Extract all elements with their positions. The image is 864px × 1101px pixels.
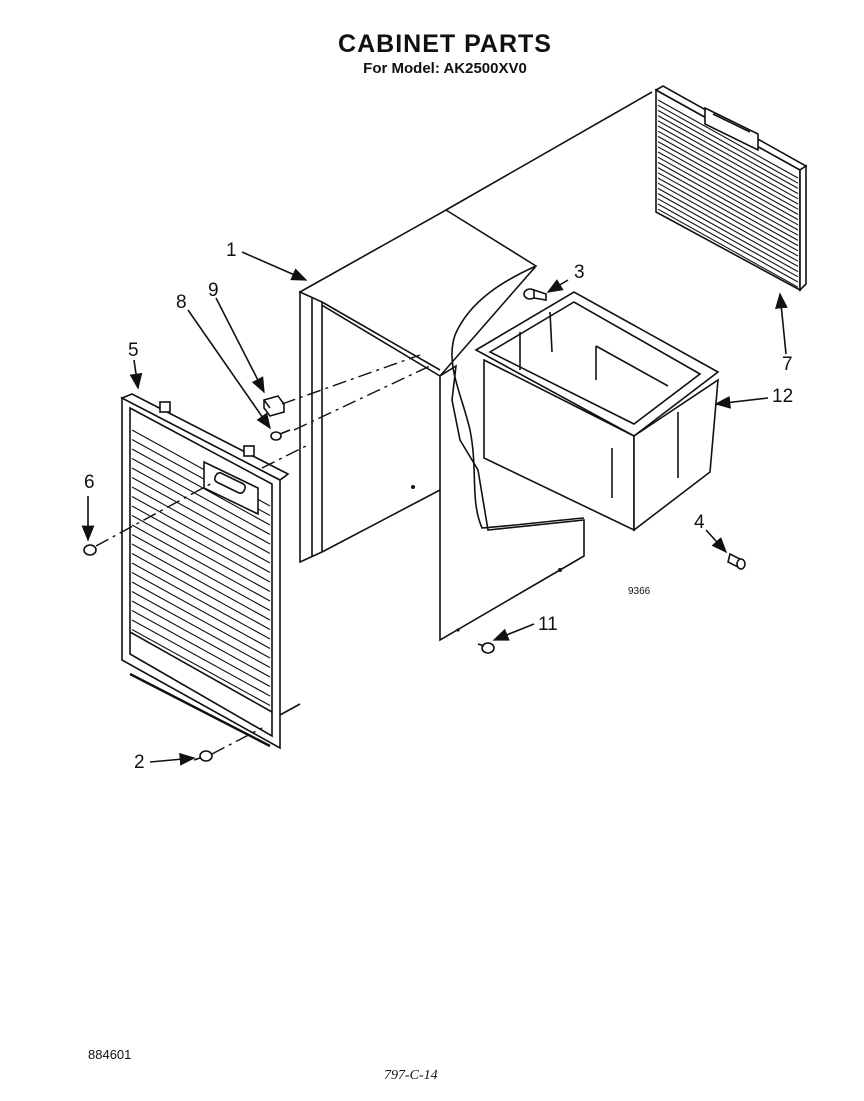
page-code: 797-C-14 [384,1068,438,1083]
callout-12: 12 [772,386,793,407]
callout-6: 6 [84,472,95,493]
callout-8: 8 [176,292,187,313]
part-11-screw [477,642,495,654]
callout-4: 4 [694,512,705,533]
base-pan-part-12 [474,291,720,532]
callout-9: 9 [208,280,219,301]
part-8-screw [270,429,291,441]
part-9-block [263,395,285,417]
model-subtitle: For Model: AK2500XV0 [363,60,527,77]
cabinet-shell-part-1 [298,209,585,642]
callout-11: 11 [538,614,558,635]
callout-2: 2 [134,752,145,773]
callout-1: 1 [226,240,237,261]
document-number: 884601 [88,1047,132,1062]
part-3-screw [523,288,547,301]
part-2-screw [193,750,213,762]
callout-3: 3 [574,262,585,283]
rear-grille-part-7 [654,85,808,292]
part-6-plug [83,544,97,556]
callout-5: 5 [128,340,139,361]
callout-7: 7 [782,354,793,375]
page-title: CABINET PARTS [338,30,552,58]
diagram-number: 9366 [628,586,651,597]
front-grille-part-5 [120,393,301,750]
part-4-screw [727,552,746,570]
